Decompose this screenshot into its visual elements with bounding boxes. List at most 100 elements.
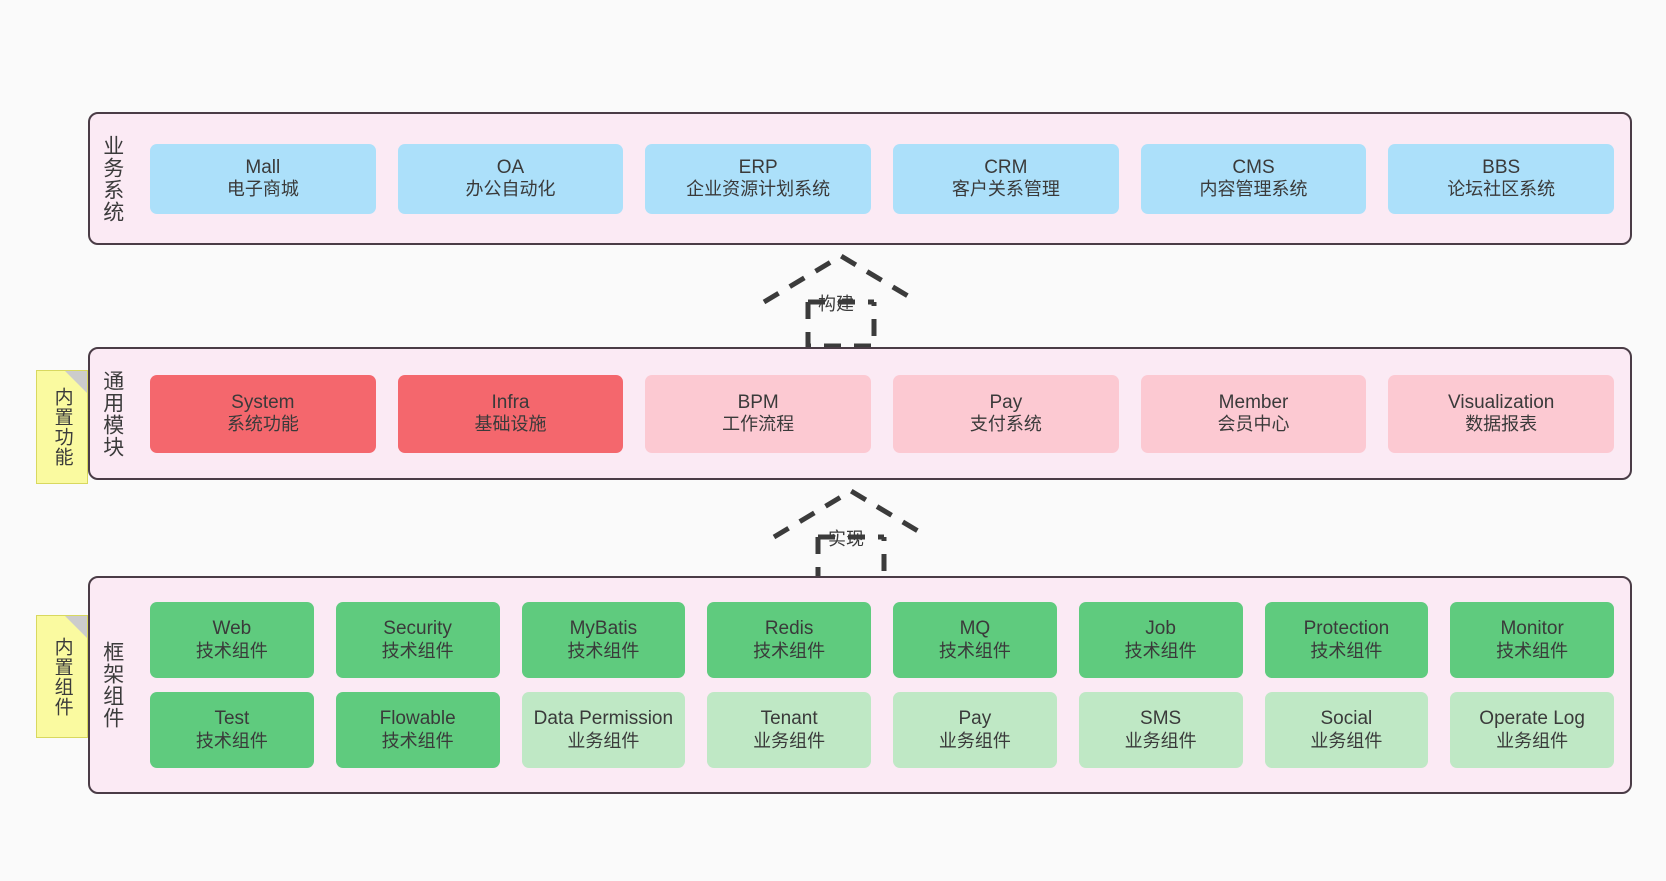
card-title: CMS xyxy=(1232,156,1275,178)
card-subtitle: 基础设施 xyxy=(474,414,547,435)
card-subtitle: 技术组件 xyxy=(381,640,454,661)
framework-card-mq[interactable]: MQ 技术组件 xyxy=(893,602,1057,678)
framework-card-sms[interactable]: SMS 业务组件 xyxy=(1078,692,1243,768)
card-subtitle: 技术组件 xyxy=(938,640,1011,661)
layer-framework-component-body: Web 技术组件 Security 技术组件 MyBatis 技术组件 Redi… xyxy=(134,578,1630,792)
layer-common-module-body: System 系统功能 Infra 基础设施 BPM 工作流程 Pay 支付系统… xyxy=(134,349,1630,478)
card-title: MQ xyxy=(959,618,991,640)
card-subtitle: 技术组件 xyxy=(1310,640,1383,661)
framework-card-social[interactable]: Social 业务组件 xyxy=(1264,692,1429,768)
card-subtitle: 内容管理系统 xyxy=(1199,179,1308,200)
card-title: SMS xyxy=(1140,708,1182,730)
common-module-card-infra[interactable]: Infra 基础设施 xyxy=(397,374,624,453)
framework-card-pay[interactable]: Pay 业务组件 xyxy=(893,692,1057,768)
card-title: MyBatis xyxy=(569,618,638,640)
framework-card-test[interactable]: Test 技术组件 xyxy=(150,692,314,768)
card-subtitle: 工作流程 xyxy=(722,414,795,435)
card-subtitle: 会员中心 xyxy=(1217,414,1290,435)
layer-common-module: 通用模块 System 系统功能 Infra 基础设施 BPM 工作流程 Pay… xyxy=(88,347,1632,480)
common-module-card-system[interactable]: System 系统功能 xyxy=(150,374,376,453)
framework-card-job[interactable]: Job 技术组件 xyxy=(1078,602,1243,678)
card-title: Social xyxy=(1320,708,1373,730)
card-subtitle: 技术组件 xyxy=(195,730,268,751)
framework-card-protection[interactable]: Protection 技术组件 xyxy=(1264,602,1429,678)
card-title: Protection xyxy=(1303,618,1390,640)
framework-card-redis[interactable]: Redis 技术组件 xyxy=(707,602,871,678)
connector-implement-label: 实现 xyxy=(828,529,864,549)
layer-business-system-body: Mall 电子商城 OA 办公自动化 ERP 企业资源计划系统 CRM 客户关系… xyxy=(134,114,1630,243)
common-module-card-visualization[interactable]: Visualization 数据报表 xyxy=(1388,374,1615,453)
card-title: ERP xyxy=(738,156,778,178)
connector-implement: 实现 xyxy=(766,487,936,584)
card-title: OA xyxy=(496,156,525,178)
card-title: Test xyxy=(214,708,250,730)
note-fold-corner-icon xyxy=(65,371,87,393)
card-subtitle: 业务组件 xyxy=(938,730,1011,751)
card-subtitle: 业务组件 xyxy=(753,730,826,751)
card-subtitle: 技术组件 xyxy=(753,640,826,661)
connector-build-label: 构建 xyxy=(818,294,854,314)
card-subtitle: 客户关系管理 xyxy=(951,179,1060,200)
card-subtitle: 技术组件 xyxy=(381,730,454,751)
card-title: Data Permission xyxy=(533,708,674,730)
card-title: Pay xyxy=(958,708,992,730)
business-system-card-oa[interactable]: OA 办公自动化 xyxy=(397,143,624,214)
card-title: Job xyxy=(1145,618,1176,640)
framework-card-web[interactable]: Web 技术组件 xyxy=(150,602,314,678)
connector-build: 构建 xyxy=(756,252,926,349)
framework-card-security[interactable]: Security 技术组件 xyxy=(335,602,500,678)
framework-card-tenant[interactable]: Tenant 业务组件 xyxy=(707,692,871,768)
card-subtitle: 企业资源计划系统 xyxy=(686,179,831,200)
card-title: Infra xyxy=(491,391,530,413)
card-subtitle: 业务组件 xyxy=(1124,730,1197,751)
framework-card-operate-log[interactable]: Operate Log 业务组件 xyxy=(1450,692,1614,768)
card-title: Member xyxy=(1218,391,1289,413)
card-title: BBS xyxy=(1482,156,1521,178)
card-subtitle: 技术组件 xyxy=(1496,640,1569,661)
note-fold-corner-icon xyxy=(65,616,87,638)
note-builtin-function-label: 内置功能 xyxy=(51,387,73,467)
card-title: Mall xyxy=(245,156,281,178)
card-subtitle: 论坛社区系统 xyxy=(1447,179,1556,200)
card-title: Operate Log xyxy=(1479,708,1585,730)
card-subtitle: 数据报表 xyxy=(1465,414,1538,435)
card-title: Web xyxy=(212,618,252,640)
framework-card-monitor[interactable]: Monitor 技术组件 xyxy=(1450,602,1614,678)
card-subtitle: 技术组件 xyxy=(1124,640,1197,661)
layer-common-module-title: 通用模块 xyxy=(100,369,124,458)
note-builtin-component: 内置组件 xyxy=(36,615,88,738)
card-title: Redis xyxy=(764,618,814,640)
card-title: System xyxy=(231,391,295,413)
card-title: Visualization xyxy=(1448,391,1555,413)
card-subtitle: 技术组件 xyxy=(567,640,640,661)
note-builtin-component-label: 内置组件 xyxy=(51,636,73,717)
card-subtitle: 系统功能 xyxy=(226,414,299,435)
layer-business-system-title: 业务系统 xyxy=(100,134,124,223)
business-system-card-mall[interactable]: Mall 电子商城 xyxy=(150,143,376,214)
business-system-card-crm[interactable]: CRM 客户关系管理 xyxy=(893,143,1119,214)
card-title: BPM xyxy=(737,391,779,413)
framework-business-component-row: Test 技术组件 Flowable 技术组件 Data Permission … xyxy=(150,692,1614,768)
common-module-card-member[interactable]: Member 会员中心 xyxy=(1140,374,1367,453)
card-subtitle: 业务组件 xyxy=(567,730,640,751)
card-subtitle: 业务组件 xyxy=(1496,730,1569,751)
card-subtitle: 支付系统 xyxy=(969,414,1042,435)
business-system-card-erp[interactable]: ERP 企业资源计划系统 xyxy=(645,143,872,214)
card-title: Monitor xyxy=(1500,618,1564,640)
framework-card-mybatis[interactable]: MyBatis 技术组件 xyxy=(521,602,686,678)
common-module-card-pay[interactable]: Pay 支付系统 xyxy=(893,374,1119,453)
framework-card-flowable[interactable]: Flowable 技术组件 xyxy=(335,692,500,768)
card-title: Security xyxy=(383,618,452,640)
framework-tech-component-row: Web 技术组件 Security 技术组件 MyBatis 技术组件 Redi… xyxy=(150,602,1614,678)
card-subtitle: 电子商城 xyxy=(226,179,299,200)
note-builtin-function: 内置功能 xyxy=(36,370,88,484)
dashed-hollow-arrow-icon xyxy=(762,253,920,349)
layer-business-system: 业务系统 Mall 电子商城 OA 办公自动化 ERP 企业资源计划系统 CRM… xyxy=(88,112,1632,245)
card-title: Flowable xyxy=(379,708,456,730)
card-subtitle: 办公自动化 xyxy=(465,179,556,200)
common-module-card-bpm[interactable]: BPM 工作流程 xyxy=(645,374,872,453)
framework-card-data-permission[interactable]: Data Permission 业务组件 xyxy=(521,692,686,768)
business-system-card-bbs[interactable]: BBS 论坛社区系统 xyxy=(1388,143,1615,214)
card-title: Pay xyxy=(989,391,1023,413)
business-system-card-cms[interactable]: CMS 内容管理系统 xyxy=(1140,143,1367,214)
